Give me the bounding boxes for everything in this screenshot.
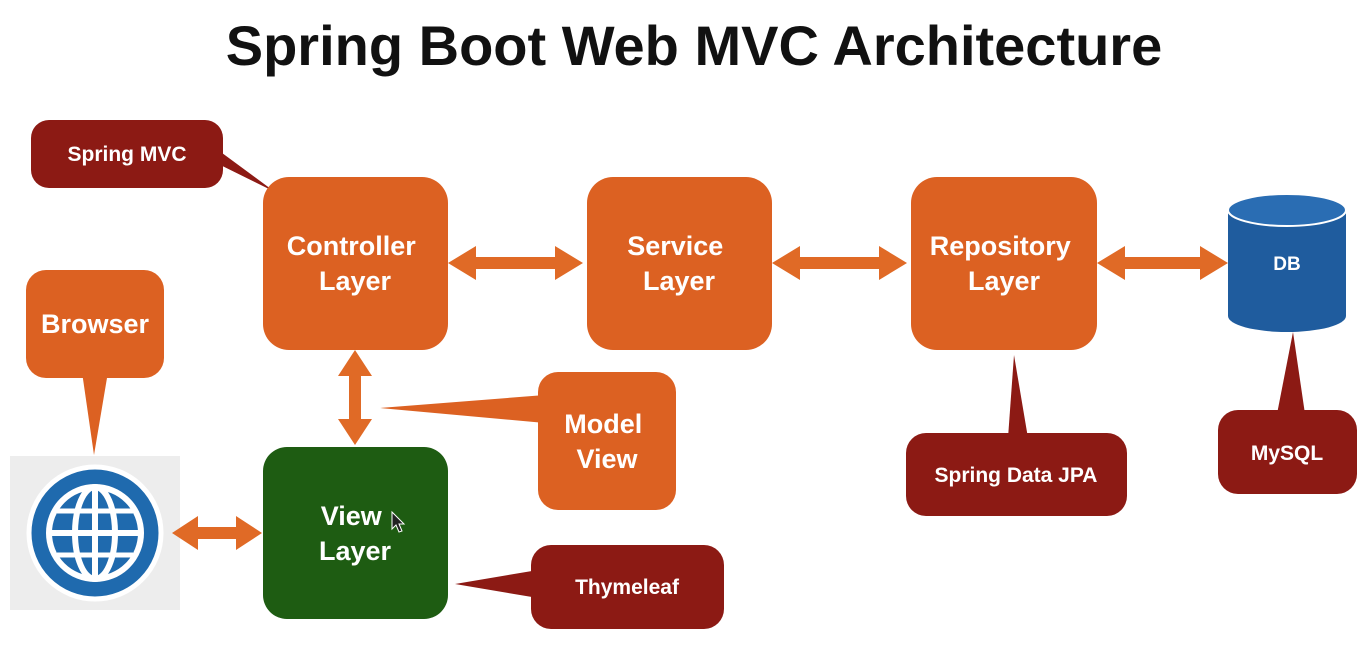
arrow-repository-db (1097, 246, 1228, 280)
callout-spring-data-jpa-label: Spring Data JPA (935, 464, 1098, 487)
database-cylinder: DB (1227, 193, 1347, 332)
arrow-browser-view (172, 516, 262, 550)
service-layer-label-line1: Service (627, 231, 723, 261)
callout-browser-label: Browser (41, 309, 150, 339)
callout-mysql: MySQL (1218, 332, 1357, 494)
repository-layer-label-line1: Repository (930, 231, 1071, 261)
callout-thymeleaf-label: Thymeleaf (575, 576, 680, 599)
service-layer-box: Service Layer (587, 177, 772, 350)
controller-layer-box: Controller Layer (263, 177, 448, 350)
callout-mysql-label: MySQL (1251, 442, 1324, 465)
controller-layer-label-line2: Layer (319, 266, 392, 296)
service-layer-label-line2: Layer (643, 266, 716, 296)
arrow-controller-service (448, 246, 583, 280)
globe-icon (10, 456, 180, 610)
callout-model-view-line1: Model (564, 409, 642, 439)
svg-text:Controller Layer: Controller Layer (287, 231, 424, 296)
arrow-service-repository (772, 246, 907, 280)
mouse-pointer-icon (391, 510, 406, 533)
diagram-title: Spring Boot Web MVC Architecture (226, 14, 1163, 77)
database-label: DB (1273, 254, 1300, 275)
controller-layer-label-line1: Controller (287, 231, 416, 261)
callout-spring-mvc-label: Spring MVC (68, 143, 187, 166)
view-layer-label-line1: View (321, 501, 383, 531)
svg-text:Repository Layer: Repository Layer (930, 231, 1079, 296)
callout-thymeleaf: Thymeleaf (455, 545, 724, 629)
callout-browser: Browser (26, 270, 164, 455)
svg-text:View Layer: View Layer (319, 501, 392, 566)
callout-spring-data-jpa: Spring Data JPA (906, 355, 1127, 516)
view-layer-box: View Layer (263, 447, 448, 619)
repository-layer-box: Repository Layer (911, 177, 1097, 350)
callout-spring-mvc: Spring MVC (31, 120, 275, 192)
repository-layer-label-line2: Layer (968, 266, 1041, 296)
svg-text:Service Layer: Service Layer (627, 231, 731, 296)
svg-text:Model View: Model View (564, 409, 650, 474)
arrow-controller-view (338, 350, 372, 445)
callout-model-view-line2: View (576, 444, 638, 474)
view-layer-label-line2: Layer (319, 536, 392, 566)
callout-model-view: Model View (380, 372, 676, 510)
